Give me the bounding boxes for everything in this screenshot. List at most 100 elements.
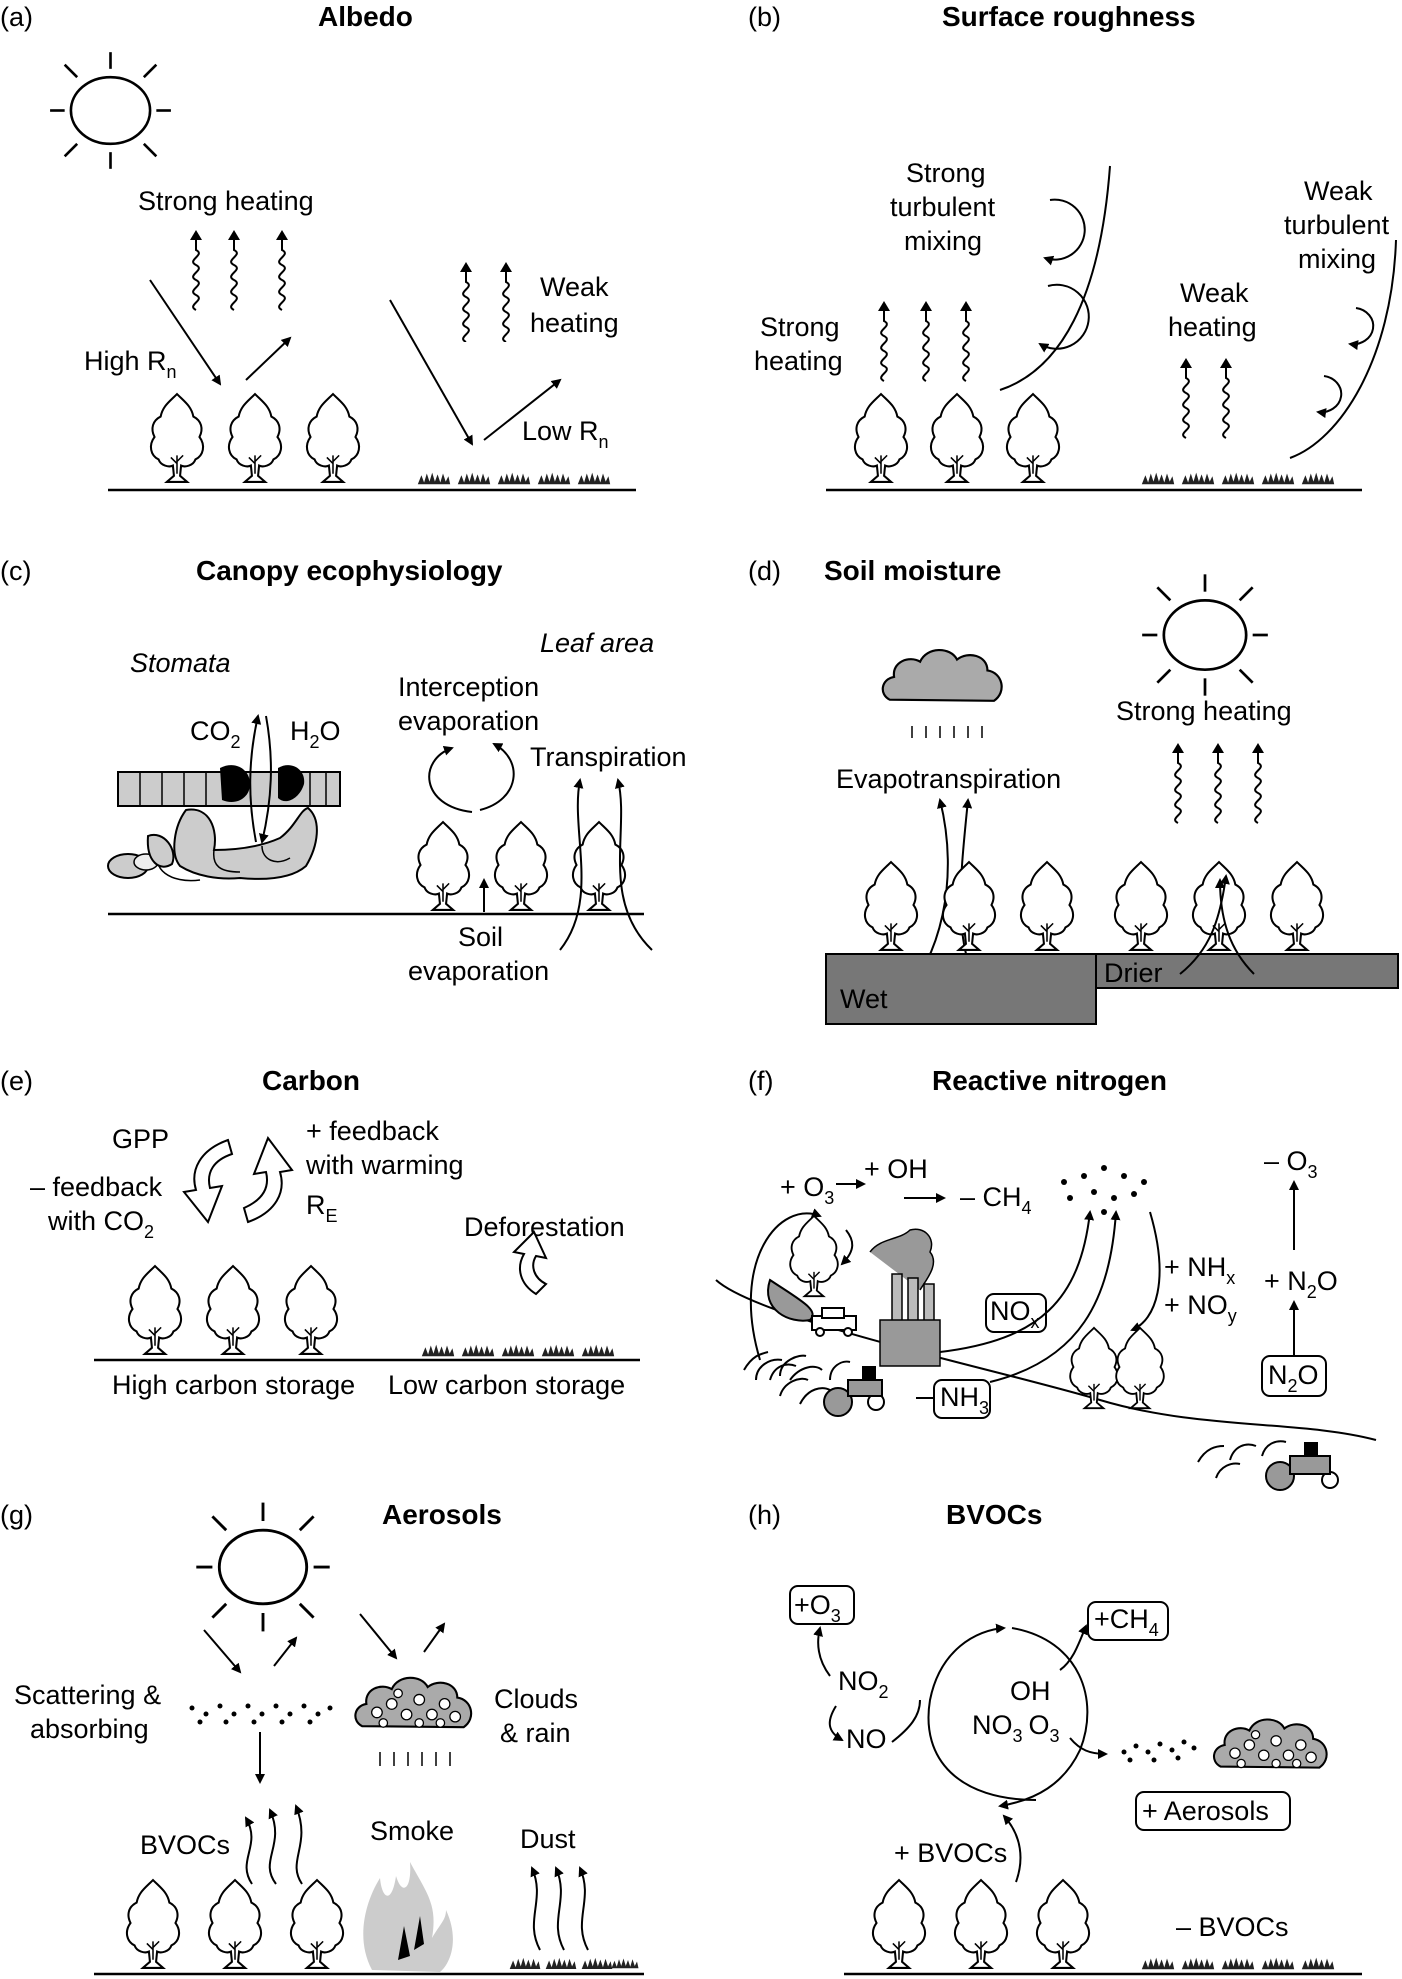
tree-icon	[415, 821, 471, 911]
co2-label: CO2	[190, 716, 241, 752]
tree-icon	[205, 1265, 261, 1355]
strong-heating-label-2: heating	[754, 346, 843, 376]
aerosols-product-box	[1135, 1791, 1291, 1831]
wind-profile-line	[999, 165, 1111, 391]
no2-label: NO2	[838, 1666, 889, 1702]
tree-icon	[125, 1879, 181, 1969]
heat-wave-icon	[876, 299, 892, 383]
tractor-icon	[1265, 1442, 1339, 1491]
panel-c-letter: (c)	[0, 556, 31, 586]
aerosol-particles	[1121, 1739, 1197, 1763]
dry-soil-block	[1095, 953, 1399, 989]
tree-icon	[1005, 393, 1061, 483]
co2-in-arrow	[258, 715, 272, 844]
nox-emission-arrow	[939, 1210, 1095, 1353]
tree-icon	[1069, 1326, 1119, 1410]
sun-icon	[1140, 572, 1270, 698]
heat-wave-icon	[274, 228, 290, 312]
minus-o3-label: – O3	[1264, 1146, 1318, 1182]
panel-b-title: Surface roughness	[942, 1, 1196, 32]
nh3-emission-arrow	[989, 1210, 1121, 1383]
panel-a-albedo: (a) Albedo Strong heating High Rn Weak h…	[0, 1, 636, 492]
car-icon	[811, 1307, 857, 1337]
panel-f-reactive-nitrogen: (f) Reactive nitrogen + O3 + OH – CH4 – …	[715, 1065, 1377, 1491]
no-label: NO	[846, 1724, 887, 1754]
strong-heating-label-1: Strong	[760, 312, 840, 342]
dust-label: Dust	[520, 1824, 576, 1854]
plus-n2o-label: + N2O	[1264, 1266, 1338, 1302]
heat-wave-icon	[958, 299, 974, 383]
nh3-label: NH3	[940, 1382, 989, 1418]
grass-row	[421, 1344, 615, 1357]
scattering-label-2: absorbing	[30, 1714, 149, 1744]
n2o-source-box	[1261, 1355, 1327, 1397]
transpiration-label: Transpiration	[530, 742, 687, 772]
emission-arrow	[749, 1208, 822, 1361]
panel-f-letter: (f)	[748, 1066, 773, 1096]
panel-b-surface-roughness: (b) Surface roughness Strong turbulent m…	[748, 1, 1397, 492]
tree-icon	[953, 1879, 1009, 1969]
eddy-icon	[1316, 375, 1343, 419]
heat-wave-icon	[918, 299, 934, 383]
o3-product-box	[789, 1585, 855, 1625]
plus-o3-label: +O3	[794, 1590, 841, 1626]
low-rn-label: Low Rn	[522, 416, 609, 452]
tree-icon	[127, 1265, 183, 1355]
panel-e-carbon: (e) Carbon GPP – feedback with CO2 + fee…	[0, 1065, 640, 1400]
plus-bvocs-label: + BVOCs	[894, 1838, 1007, 1868]
weak-heating-label-2: heating	[530, 308, 619, 338]
panel-f-title: Reactive nitrogen	[932, 1065, 1167, 1096]
deforestation-label: Deforestation	[464, 1212, 625, 1242]
high-rn-label: High Rn	[84, 346, 177, 382]
tractor-icon	[823, 1366, 885, 1417]
strong-mixing-label-1: Strong	[906, 158, 986, 188]
aerosol-formation-arrow	[1069, 1737, 1108, 1759]
interception-cycle-arrow	[428, 745, 473, 813]
pos-feedback-label-1: + feedback	[306, 1116, 439, 1146]
tree-icon	[871, 1879, 927, 1969]
panel-g-title: Aerosols	[382, 1499, 502, 1530]
tree-icon	[1035, 1879, 1091, 1969]
rain-icon	[379, 1752, 451, 1766]
low-carbon-label: Low carbon storage	[388, 1370, 625, 1400]
cloud-icon	[1212, 1718, 1328, 1769]
interception-cycle-arrow	[479, 743, 515, 811]
bvoc-input-arrow	[1002, 1814, 1022, 1883]
wind-profile-line	[1289, 239, 1397, 459]
heat-wave-icon	[1218, 356, 1234, 440]
cloud-icon	[354, 1676, 473, 1729]
high-carbon-label: High carbon storage	[112, 1370, 355, 1400]
panel-d-title: Soil moisture	[824, 555, 1001, 586]
soil-evap-label-2: evaporation	[408, 956, 549, 986]
panel-e-title: Carbon	[262, 1065, 360, 1096]
soil-evap-label-1: Soil	[458, 922, 503, 952]
ch4-arrow	[1059, 1624, 1088, 1671]
tree-icon	[283, 1265, 339, 1355]
sun-icon	[194, 1501, 332, 1633]
clouds-label-1: Clouds	[494, 1684, 578, 1714]
weak-mixing-label-2: turbulent	[1284, 210, 1390, 240]
strong-mixing-label-3: mixing	[904, 226, 982, 256]
minus-ch4-label: – CH4	[960, 1182, 1032, 1218]
heat-wave-icon	[226, 228, 242, 312]
re-release-arrow-icon	[242, 1135, 294, 1224]
strong-heating-label: Strong heating	[1116, 696, 1292, 726]
weak-heating-label-1: Weak	[540, 272, 609, 302]
gpp-label: GPP	[112, 1124, 169, 1154]
tree-icon	[1113, 861, 1169, 951]
heat-wave-icon	[459, 262, 473, 342]
panel-d-soil-moisture: (d) Soil moisture Strong heating Evapotr…	[748, 555, 1399, 1025]
plus-nhx-label: + NHx	[1164, 1252, 1235, 1288]
tree-icon	[941, 861, 997, 951]
n2o-box-label: N2O	[1268, 1360, 1319, 1396]
panel-a-letter: (a)	[0, 2, 33, 32]
panel-h-letter: (h)	[748, 1500, 781, 1530]
rain-icon	[911, 726, 983, 738]
oh-label: OH	[1010, 1676, 1051, 1706]
incoming-radiation-arrow	[359, 1613, 398, 1660]
tree-icon	[1115, 1326, 1165, 1410]
weak-heating-label-2: heating	[1168, 312, 1257, 342]
no2-to-no-arrow	[828, 1705, 844, 1741]
incoming-radiation-arrow	[389, 299, 473, 446]
